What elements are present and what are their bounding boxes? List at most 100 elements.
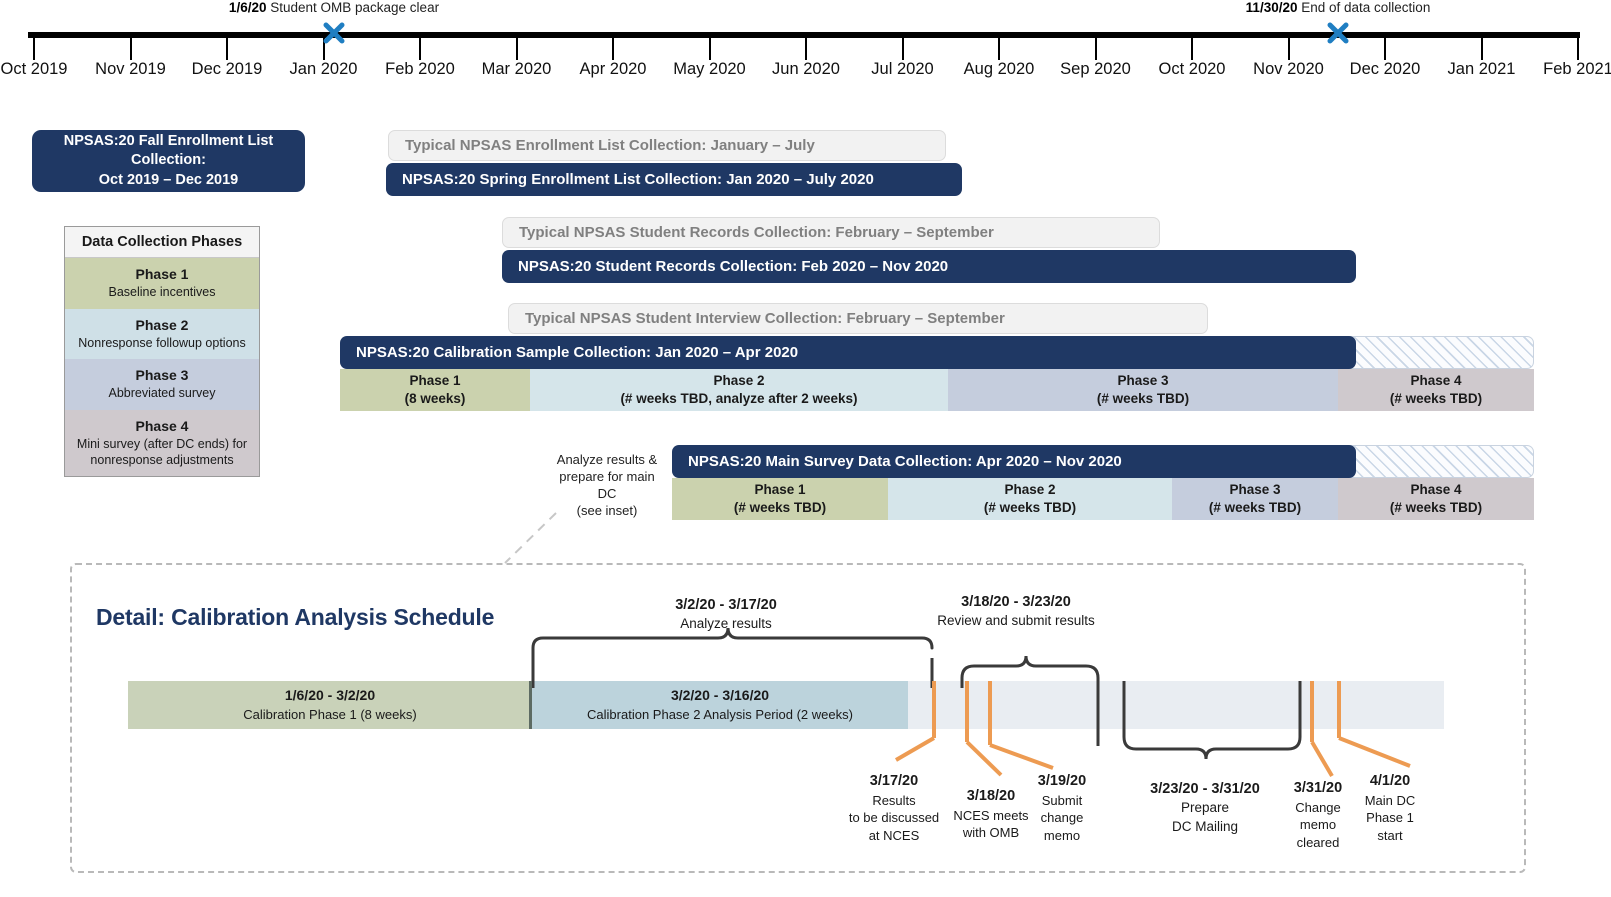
callout-3-17-20: 3/17/20 Results to be discussed at NCES [849, 772, 939, 844]
axis-tick-label: Feb 2021 [1543, 60, 1611, 78]
inset-segment-tail [908, 681, 1444, 729]
callout-3-18-20-line1: NCES meets [953, 807, 1029, 823]
callout-3-18-20: 3/18/20 NCES meets with OMB [953, 787, 1028, 842]
axis-tick [998, 38, 1000, 60]
axis-tick [226, 38, 228, 60]
callout-4-1-20-line1: Main DC [1364, 792, 1416, 808]
callout-4-1-20-line3: start [1377, 827, 1403, 843]
callout-3-17-20-line3: at NCES [868, 827, 920, 843]
bar-typical-student-interview-label: Typical NPSAS Student Interview Collecti… [525, 310, 1005, 327]
bar-typical-enrollment-label: Typical NPSAS Enrollment List Collection… [405, 137, 815, 154]
inset-phase-divider [529, 681, 532, 729]
axis-tick-label: Sep 2020 [1060, 60, 1131, 78]
brace-label-review-text: Review and submit results [937, 613, 1095, 629]
brace-label-prepare: 3/23/20 - 3/31/20 Prepare DC Mailing [1150, 779, 1260, 837]
calibration-phase-row: Phase 1(8 weeks)Phase 2(# weeks TBD, ana… [340, 369, 1534, 411]
main-survey-phase-2-title: Phase 2 [1004, 481, 1056, 497]
axis-tick [1480, 38, 1483, 60]
axis-tick [419, 38, 421, 60]
brace-label-prepare-line3: DC Mailing [1171, 819, 1239, 835]
callout-3-31-20-line1: Change [1295, 799, 1341, 815]
calibration-phase-1-title: Phase 1 [409, 372, 461, 388]
callout-3-31-20-line2: memo [1299, 817, 1337, 833]
brace-label-analyze: 3/2/20 - 3/17/20 Analyze results [675, 595, 777, 634]
axis-tick [1094, 38, 1097, 60]
axis-tick [1384, 38, 1386, 60]
phase-legend-row-4-title: Phase 4 [135, 417, 189, 434]
main-survey-phase-2: Phase 2 (# weeks TBD) [888, 478, 1172, 520]
callout-3-19-20-line3: memo [1043, 827, 1081, 843]
bar-spring-enrollment: NPSAS:20 Spring Enrollment List Collecti… [386, 163, 962, 196]
main-survey-phase-3-title: Phase 3 [1229, 481, 1281, 497]
axis-tick [129, 38, 132, 60]
fall-box-line1: NPSAS:20 Fall Enrollment List [63, 132, 274, 149]
axis-tick-label: Jul 2020 [871, 60, 934, 78]
main-survey-phase-3-sub: (# weeks TBD) [1208, 500, 1302, 515]
axis-tick-label: Nov 2019 [95, 60, 166, 78]
main-survey-phase-4-title: Phase 4 [1410, 481, 1462, 497]
phase-legend-row-3-title: Phase 3 [135, 367, 189, 384]
bar-typical-student-records: Typical NPSAS Student Records Collection… [502, 217, 1160, 248]
axis-tick [612, 38, 614, 60]
fall-enrollment-box: NPSAS:20 Fall Enrollment List Collection… [32, 130, 305, 192]
callout-3-19-20: 3/19/20 Submit change memo [1038, 772, 1086, 844]
axis-tick [1191, 38, 1193, 60]
callout-3-31-20: 3/31/20 Change memo cleared [1294, 779, 1342, 851]
brace-label-prepare-range: 3/23/20 - 3/31/20 [1150, 781, 1260, 797]
phase-legend-row-3: Phase 3 Abbreviated survey [65, 359, 259, 410]
main-survey-phase-3: Phase 3 (# weeks TBD) [1172, 478, 1338, 520]
axis-tick [901, 38, 904, 60]
calibration-phase-1-sub: (8 weeks) [404, 391, 466, 406]
callout-3-18-20-date: 3/18/20 [966, 788, 1016, 804]
analyze-note-line4: (see inset) [576, 502, 638, 518]
bar-calibration-phase4-hatch [1338, 336, 1534, 369]
calibration-phase-2-title: Phase 2 [713, 372, 765, 388]
bar-main-phase4-hatch [1338, 445, 1534, 478]
phase-legend-row-1-title: Phase 1 [135, 266, 189, 282]
callout-3-18-20-line2: with OMB [962, 825, 1020, 841]
x-marker-icon [323, 22, 345, 44]
inset-segment-phase2-label: Calibration Phase 2 Analysis Period (2 w… [587, 706, 853, 722]
phase-legend-row-4: Phase 4 Mini survey (after DC ends) for n… [65, 409, 259, 477]
main-survey-phase-2-sub: (# weeks TBD) [983, 500, 1077, 515]
analyze-note-line3: DC [597, 485, 617, 501]
milestone-label: 1/6/20 Student OMB package clear [228, 0, 440, 15]
phase-legend-row-3-desc: Abbreviated survey [108, 386, 216, 401]
calibration-phase-3-sub: (# weeks TBD) [1096, 391, 1190, 406]
bar-main-survey: NPSAS:20 Main Survey Data Collection: Ap… [672, 445, 1356, 478]
brace-label-review: 3/18/20 - 3/23/20 Review and submit resu… [937, 592, 1095, 631]
callout-3-19-20-line2: change [1040, 810, 1084, 826]
detail-inset-title: Detail: Calibration Analysis Schedule [96, 604, 495, 630]
axis-tick-label: Oct 2019 [0, 60, 68, 78]
brace-label-prepare-line2: Prepare [1180, 800, 1230, 816]
axis-tick-label: Jan 2020 [289, 60, 358, 78]
inset-segment-phase2: 3/2/20 - 3/16/20 Calibration Phase 2 Ana… [532, 681, 908, 729]
axis-tick [322, 38, 325, 60]
milestone-label: 11/30/20 End of data collection [1245, 0, 1431, 15]
main-survey-phase-1-title: Phase 1 [754, 481, 806, 497]
axis-tick-label: Mar 2020 [481, 60, 552, 78]
axis-tick-label: Dec 2019 [191, 60, 263, 78]
inset-segment-phase2-range: 3/2/20 - 3/16/20 [670, 687, 770, 704]
axis-tick [1577, 38, 1579, 60]
callout-3-31-20-line3: cleared [1296, 834, 1340, 850]
axis-tick-label: Jun 2020 [772, 60, 840, 78]
bar-calibration-label: NPSAS:20 Calibration Sample Collection: … [356, 344, 799, 361]
inset-segment-phase1-label: Calibration Phase 1 (8 weeks) [243, 706, 417, 722]
calibration-phase-1: Phase 1 (8 weeks) [340, 369, 530, 411]
phase-legend-row-4-desc: Mini survey (after DC ends) for nonrespo… [76, 436, 248, 468]
axis-tick-label: Nov 2020 [1253, 60, 1324, 78]
bar-calibration: NPSAS:20 Calibration Sample Collection: … [340, 336, 1356, 369]
main-survey-phase-4-sub: (# weeks TBD) [1389, 500, 1483, 515]
axis-tick-label: Oct 2020 [1158, 60, 1226, 78]
callout-4-1-20-date: 4/1/20 [1369, 773, 1411, 789]
axis-tick-label: Jan 2021 [1447, 60, 1516, 78]
inset-segment-phase1-range: 1/6/20 - 3/2/20 [284, 687, 376, 704]
calibration-phase-4: Phase 4(# weeks TBD) [1338, 369, 1534, 411]
axis-tick [515, 38, 518, 60]
bar-typical-enrollment: Typical NPSAS Enrollment List Collection… [388, 130, 946, 161]
main-survey-phase-4: Phase 4 (# weeks TBD) [1338, 478, 1534, 520]
calibration-phase-3-title: Phase 3 [1117, 372, 1169, 388]
